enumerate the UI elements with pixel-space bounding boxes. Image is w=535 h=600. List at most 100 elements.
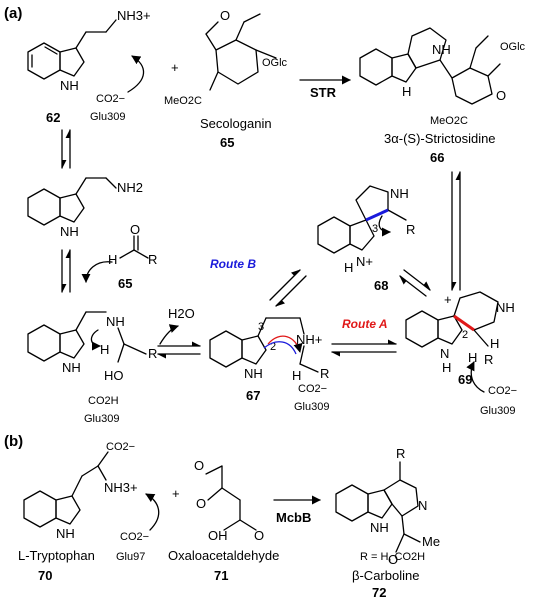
hemiaminal-h: H (100, 342, 109, 357)
spiro-pos3: 3 (372, 223, 378, 235)
aldehyde-r: R (148, 252, 157, 267)
aldehyde-h: H (108, 252, 117, 267)
compound-71-number: 71 (214, 568, 228, 583)
c69-h-right: H (490, 336, 499, 351)
trp-name: L-Tryptophan (18, 548, 95, 563)
indole-nh-neutral: NH (60, 224, 79, 239)
compound-68-number: 68 (374, 278, 388, 293)
c69-plus: + (444, 292, 452, 307)
aldehyde-o: O (130, 222, 140, 237)
iminium-pos2: 2 (270, 341, 276, 353)
oxa-oh: OH (208, 528, 228, 543)
hemiaminal-glu: Glu309 (84, 413, 119, 425)
compound-69-number: 69 (458, 372, 472, 387)
secologanin-name: Secologanin (200, 116, 272, 131)
trp-nh3: NH3+ (104, 480, 138, 495)
secologanin-o: O (220, 8, 230, 23)
oxaloacetaldehyde-structure (205, 465, 257, 531)
strictosidine-o: O (496, 88, 506, 103)
iminium-r: R (320, 366, 329, 381)
glu-70: Glu97 (116, 551, 145, 563)
indole-nh-hemi: NH (62, 360, 81, 375)
compound-65-number-mid: 65 (118, 276, 132, 291)
route-a-label: Route A (342, 317, 388, 331)
carboline-name: β-Carboline (352, 568, 419, 583)
glu-67: Glu309 (294, 401, 329, 413)
trp-co2: CO2− (106, 441, 135, 453)
c69-r: R (484, 352, 493, 367)
compound-67-number: 67 (246, 388, 260, 403)
trp-indole-nh: NH (56, 526, 75, 541)
part-b-label: (b) (4, 433, 23, 450)
co2-62: CO2− (96, 93, 125, 105)
oxa-o-mid: O (196, 496, 206, 511)
part-a-label: (a) (4, 5, 22, 22)
curved-arrow-62 (127, 55, 145, 93)
c69-h-c2: H (468, 350, 477, 365)
strictosidine-indole-h: H (402, 84, 411, 99)
co2-70: CO2− (120, 531, 149, 543)
plus-a: + (171, 60, 179, 75)
carboline-indole-nh: NH (370, 520, 389, 535)
c69-pos2: 2 (462, 329, 468, 341)
nh2-label: NH2 (117, 180, 143, 195)
iminium-h: H (292, 368, 301, 383)
hemiaminal-nh: NH (106, 314, 125, 329)
new-bond-69 (453, 314, 475, 332)
carboline-o: O (388, 552, 398, 567)
strictosidine-nh: NH (432, 42, 451, 57)
co2-69: CO2− (488, 385, 517, 397)
carboline-n: N (418, 498, 427, 513)
strictosidine-name: 3α-(S)-Strictosidine (384, 131, 496, 146)
spiro-h: H (344, 260, 353, 275)
aldehyde-structure (119, 235, 149, 259)
c69-h-indole: H (442, 360, 451, 375)
str-label: STR (310, 85, 337, 100)
oxa-name: Oxaloacetaldehyde (168, 548, 279, 563)
co2-67: CO2− (298, 383, 327, 395)
spiro-r: R (406, 222, 415, 237)
carboline-me: Me (422, 534, 440, 549)
glu-69: Glu309 (480, 405, 515, 417)
strictosidine-ester: MeO2C (430, 115, 468, 127)
strictosidine-oglc: OGlc (500, 41, 526, 53)
compound-62-structure (27, 19, 117, 80)
glu-62: Glu309 (90, 111, 125, 123)
tryptamine-neutral-structure (27, 177, 117, 226)
compound-65-number-top: 65 (220, 135, 234, 150)
hemiaminal-r: R (148, 346, 157, 361)
compound-66-number: 66 (430, 150, 444, 165)
spiro-nplus: N+ (356, 254, 373, 269)
oxa-o-bottom: O (254, 528, 264, 543)
indole-nh-62: NH (60, 78, 79, 93)
hemiaminal-co2h: CO2H (88, 395, 119, 407)
hemiaminal-structure (27, 311, 147, 363)
intermediate-69-structure (405, 291, 499, 348)
iminium-pos3: 3 (258, 321, 264, 333)
carboline-r-def: R = H, CO2H (360, 551, 425, 563)
plus-b: + (172, 486, 180, 501)
c69-nh: NH (496, 300, 515, 315)
beta-carboline-structure (335, 461, 421, 553)
mcbb-label: McbB (276, 510, 311, 525)
hemiaminal-ho: HO (104, 368, 124, 383)
route-b-label: Route B (210, 257, 256, 271)
secologanin-oglc: OGlc (262, 57, 288, 69)
iminium-indole-nh: NH (244, 366, 263, 381)
secologanin-ester: MeO2C (164, 95, 202, 107)
iminium-67-structure (209, 317, 319, 373)
carboline-r: R (396, 446, 405, 461)
spiro-nh: NH (390, 186, 409, 201)
compound-72-number: 72 (372, 585, 386, 600)
oxa-o-top: O (194, 458, 204, 473)
tryptophan-structure (23, 451, 109, 528)
strictosidine-structure (359, 27, 501, 105)
compound-62-number: 62 (46, 110, 60, 125)
iminium-nh-plus: NH+ (296, 332, 322, 347)
c69-nh-indole: N (440, 346, 449, 361)
new-bond-68 (365, 208, 389, 222)
secologanin-structure (205, 13, 277, 91)
h2o-label: H2O (168, 306, 195, 321)
nh3-62-label: NH3+ (117, 8, 151, 23)
